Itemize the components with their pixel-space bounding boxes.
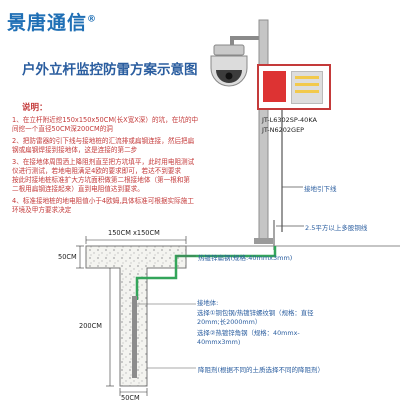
- resistance-reducer-label: 降阻剂(根据不同的土质选择不同的降阻剂）: [198, 366, 325, 374]
- note-line: 3、在接地体周围洒上降阻剂直至把方坑填平，此时用电阻测试: [12, 158, 195, 166]
- note-line: 按此时接地桩标准扩大方坑面积做第二根接地体（第一根和第: [12, 176, 191, 184]
- hole-width-label: 50CM: [121, 394, 140, 402]
- grounding-spec-line: 20mm;长2000mm）: [197, 318, 262, 326]
- brand-name: 景唐通信: [7, 12, 88, 34]
- pit-depth-label: 50CM: [58, 253, 77, 261]
- surge-protector-box: [257, 64, 331, 110]
- copper-wire-label: 2.5平方以上多股铜线: [305, 224, 368, 232]
- dome-camera-icon: [210, 55, 248, 87]
- ground-electrode: [132, 296, 137, 378]
- note-line: 4、标准接地桩的地电阻值小于4欧姆,具体标准可根据实际施工: [12, 197, 194, 205]
- registered-mark: ®: [87, 14, 98, 25]
- grounding-spec-line: 选择②热镀锌角钢（规格：40mmx-: [197, 329, 300, 337]
- pole: [254, 19, 273, 244]
- note-line: 2、把防雷器的引下线与接地桩的汇流排或扁钢连接，然后把扁: [12, 137, 195, 145]
- down-conductor-label: 接地引下线: [304, 185, 337, 193]
- note-line: 二根用扁钢连接起来）直到电阻值达到要求。: [12, 185, 144, 193]
- flat-steel-bar: [135, 246, 277, 300]
- dimension-lines: [76, 236, 187, 396]
- note-line: 环境及甲方要求决定: [12, 206, 72, 214]
- grounding-heading: 接地体:: [197, 299, 219, 307]
- hole-depth-label: 200CM: [79, 322, 102, 330]
- camera-bracket: [213, 36, 262, 56]
- flat-steel-label: 热镀锌扁钢(规格:40mmx3mm): [198, 254, 293, 262]
- device-label: JT-L6302SP-40KA: [262, 116, 317, 124]
- grounding-spec-line: 40mmx3mm): [197, 338, 241, 346]
- brand-logo: 景唐通信®: [7, 8, 97, 35]
- pit-size-label: 150CM x150CM: [108, 229, 160, 237]
- note-line: 间挖一个直径50CM深200CM的洞: [12, 125, 113, 133]
- grounding-spec-line: 选择①铜包钢/热镀锌螺纹钢（规格：直径: [197, 309, 314, 317]
- note-line: 1、在立杆附近挖150x150x50CM(长X宽X深）的坑，在坑的中: [12, 116, 199, 124]
- device-label: JT-N6202GEP: [262, 126, 305, 134]
- diagram-title: 户外立杆监控防雷方案示意图: [22, 62, 198, 78]
- notes-heading: 说明：: [22, 103, 48, 113]
- note-line: 仪进行测试，若地电阻满足4欧的要求即可，若达不到要求: [12, 167, 182, 175]
- callout-leaders: [137, 255, 196, 369]
- note-line: 钢或扁钢焊接到接地体，这是连接的第二步: [12, 146, 138, 154]
